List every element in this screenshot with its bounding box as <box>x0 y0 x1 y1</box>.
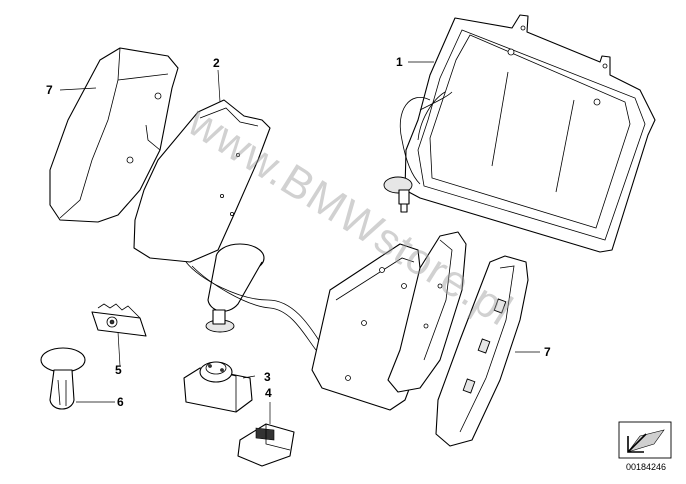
callout-6: 6 <box>117 395 124 409</box>
part-7-right-side-trim <box>435 255 529 447</box>
callout-4: 4 <box>265 386 272 400</box>
leader-lines <box>59 61 540 424</box>
callout-5: 5 <box>115 363 122 377</box>
callout-2: 2 <box>213 56 220 70</box>
part-4-switch <box>237 423 295 467</box>
callout-3: 3 <box>264 370 271 384</box>
arrow-plate-icon <box>618 421 672 459</box>
part-5-clip <box>91 303 147 337</box>
callout-7-right: 7 <box>544 345 551 359</box>
callout-1: 1 <box>396 55 403 69</box>
adjustment-bracket <box>311 231 467 411</box>
part-1-backrest-panel <box>383 14 656 253</box>
part-3-gear-unit <box>183 361 253 413</box>
part-6-push-rivet <box>40 347 86 410</box>
callout-7-left: 7 <box>46 83 53 97</box>
part-7-left-side-cover <box>49 47 179 223</box>
part-2-side-bolster <box>133 99 323 351</box>
part-number: 00184246 <box>626 462 666 472</box>
